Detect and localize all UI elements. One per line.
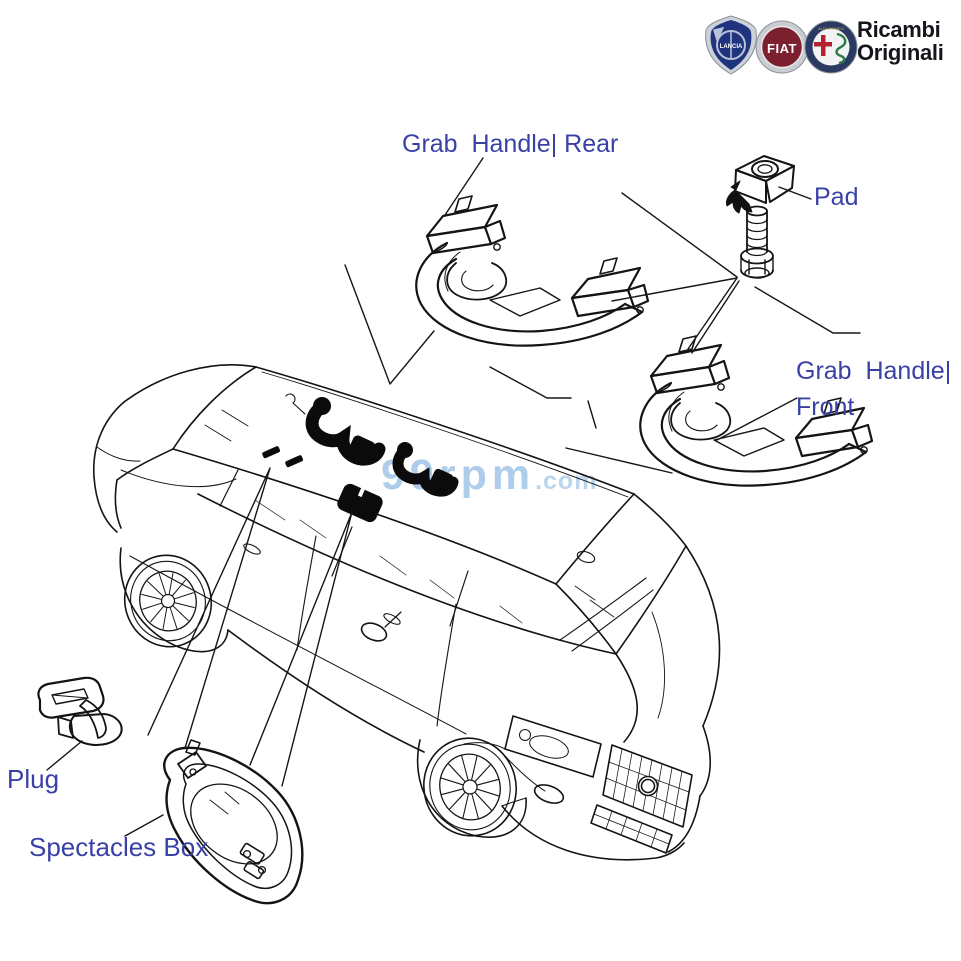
far-mirror (576, 550, 596, 564)
lower-grille (590, 804, 673, 854)
lancia-logo-icon: LANCIA (705, 15, 757, 75)
zone-bracket (344, 264, 435, 385)
spectacles-box-roof-mark (337, 483, 383, 523)
fog-light (533, 784, 565, 804)
zone-line (565, 447, 673, 474)
wedge-plug (147, 467, 271, 749)
lancia-logo-text: LANCIA (720, 44, 743, 50)
label-grab-handle-front-line1: Grab Handle| (796, 357, 952, 385)
rear-grab-handle-part (415, 194, 650, 347)
spectacles-box-part (163, 739, 304, 905)
brand-logos: LANCIA FIAT ALFA ROMEO (705, 15, 858, 75)
rear-wheel (123, 554, 213, 648)
side-mirror (360, 622, 388, 642)
brand-line2: Originali (857, 40, 944, 65)
label-grab-handle-rear: Grab Handle| Rear (402, 130, 619, 158)
front-handle-roof-mark (392, 442, 459, 497)
front-wheel (422, 737, 518, 837)
plug-roof-mark (285, 455, 304, 468)
fiat-logo-text: FIAT (767, 41, 797, 56)
zone-line (691, 280, 740, 354)
leader-spectacles-label (124, 814, 164, 837)
brand-wordmark: Ricambi Originali (857, 18, 944, 64)
roof-location-silhouettes (262, 397, 459, 523)
fiat-logo-icon: FIAT (755, 20, 809, 74)
door-handle (243, 543, 261, 555)
leader-lines (46, 157, 861, 837)
brand-line1: Ricambi (857, 17, 941, 42)
bolt-part (740, 205, 774, 279)
zone-bracket (587, 400, 597, 429)
plug-roof-mark (262, 446, 281, 459)
label-spectacles-box: Spectacles Box (29, 832, 209, 862)
plug-part (37, 676, 123, 746)
leader-grab-front-label (716, 397, 798, 441)
label-plug: Plug (7, 764, 60, 794)
alfa-romeo-logo-icon: ALFA ROMEO (804, 20, 858, 74)
zone-line (611, 277, 738, 302)
rear-handle-roof-mark (305, 397, 386, 466)
alfa-romeo-logo-text: ALFA ROMEO (818, 26, 844, 31)
zone-bracket (489, 366, 572, 399)
leader-plug-label (46, 740, 83, 771)
car-line-art (92, 364, 721, 861)
leader-grab-rear-label (444, 157, 484, 216)
antenna (285, 393, 306, 415)
headlight (504, 715, 602, 778)
label-pad: Pad (814, 183, 859, 211)
zone-bracket (754, 286, 861, 334)
zone-line (621, 192, 738, 278)
label-grab-handle-front-line2: Front (796, 393, 855, 421)
pad-part (726, 155, 795, 214)
wedge-spectacles (249, 511, 353, 787)
leader-pad-label (778, 186, 812, 200)
